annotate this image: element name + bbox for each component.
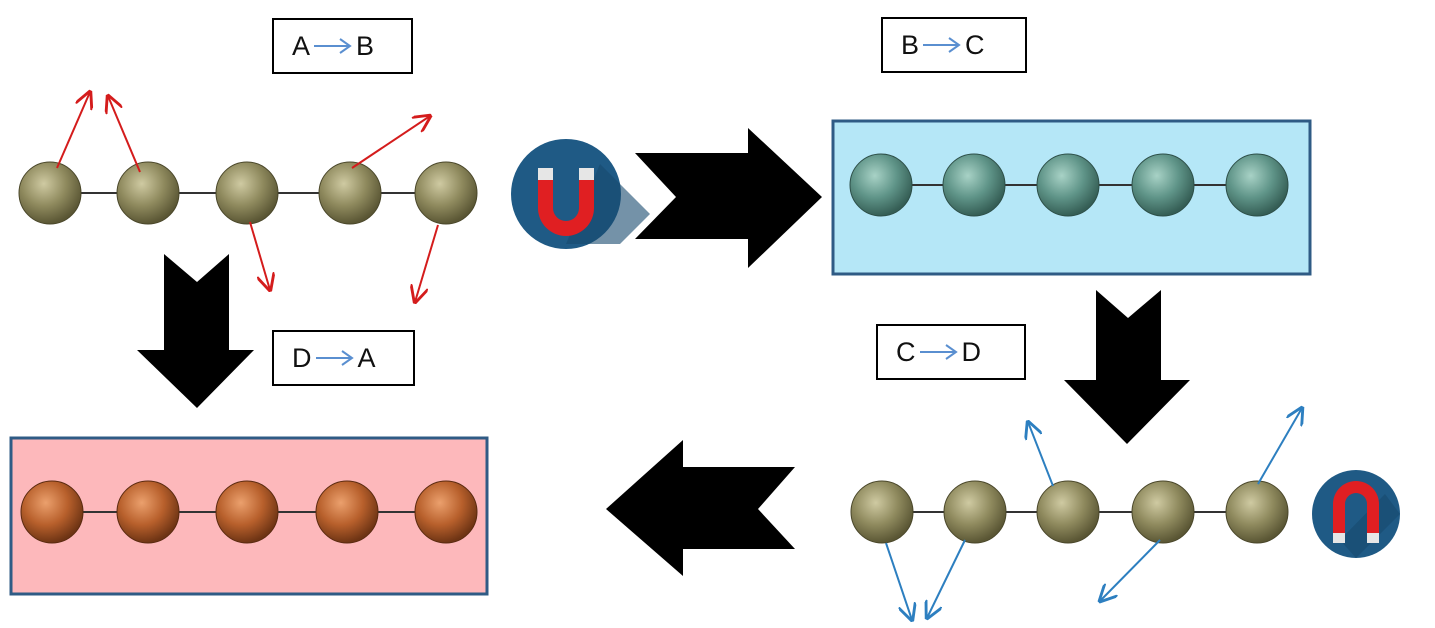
bead <box>414 161 478 225</box>
spin-arrow <box>108 96 141 173</box>
bead <box>849 153 913 217</box>
block-arrow-icon <box>137 254 254 408</box>
magnet-icon <box>1312 470 1400 558</box>
bead <box>1131 480 1195 544</box>
bead <box>850 480 914 544</box>
spin-arrow <box>415 224 439 302</box>
chain-state-a <box>18 161 478 225</box>
transition-label-a-b: A B <box>272 18 413 74</box>
label-from: A <box>292 30 311 61</box>
chain-state-b <box>849 153 1289 217</box>
transition-label-c-d: C D <box>876 324 1026 380</box>
bead <box>1131 153 1195 217</box>
spin-arrows-blue <box>885 408 1302 620</box>
label-to: D <box>961 336 982 367</box>
right-arrow-icon <box>919 344 958 360</box>
spin-arrow <box>1257 408 1302 485</box>
bead <box>18 161 82 225</box>
bead <box>20 480 84 544</box>
spin-arrow <box>1028 422 1054 487</box>
spin-arrows-red <box>56 92 439 302</box>
label-from: C <box>896 336 916 367</box>
spin-arrow <box>249 221 270 290</box>
spin-arrow <box>885 542 912 620</box>
bead <box>315 480 379 544</box>
label-to: A <box>357 342 376 373</box>
magnet-icon <box>511 139 650 249</box>
label-to: C <box>965 29 985 60</box>
bead <box>414 480 478 544</box>
block-arrow-icon <box>606 440 795 576</box>
label-from: B <box>901 29 920 60</box>
chain-state-c <box>850 480 1289 544</box>
bead <box>1036 153 1100 217</box>
bead <box>943 480 1007 544</box>
right-arrow-icon <box>314 38 352 54</box>
transition-label-d-a: D A <box>272 330 415 386</box>
bead <box>318 161 382 225</box>
chain-state-d <box>20 480 478 544</box>
bead <box>1225 480 1289 544</box>
bead <box>116 161 180 225</box>
block-arrow-icon <box>635 128 822 268</box>
transition-label-b-c: B C <box>881 17 1027 73</box>
label-to: B <box>356 30 375 61</box>
spin-arrow <box>351 116 430 169</box>
spin-arrow <box>56 92 90 169</box>
bead <box>215 161 279 225</box>
right-arrow-icon <box>923 37 961 53</box>
bead <box>215 480 279 544</box>
bead <box>1225 153 1289 217</box>
spin-arrow <box>927 539 966 618</box>
bead <box>116 480 180 544</box>
right-arrow-icon <box>315 350 354 366</box>
label-from: D <box>292 342 312 373</box>
block-arrow-icon <box>1064 290 1190 444</box>
spin-arrow <box>1100 539 1161 601</box>
bead <box>1036 480 1100 544</box>
bead <box>942 153 1006 217</box>
